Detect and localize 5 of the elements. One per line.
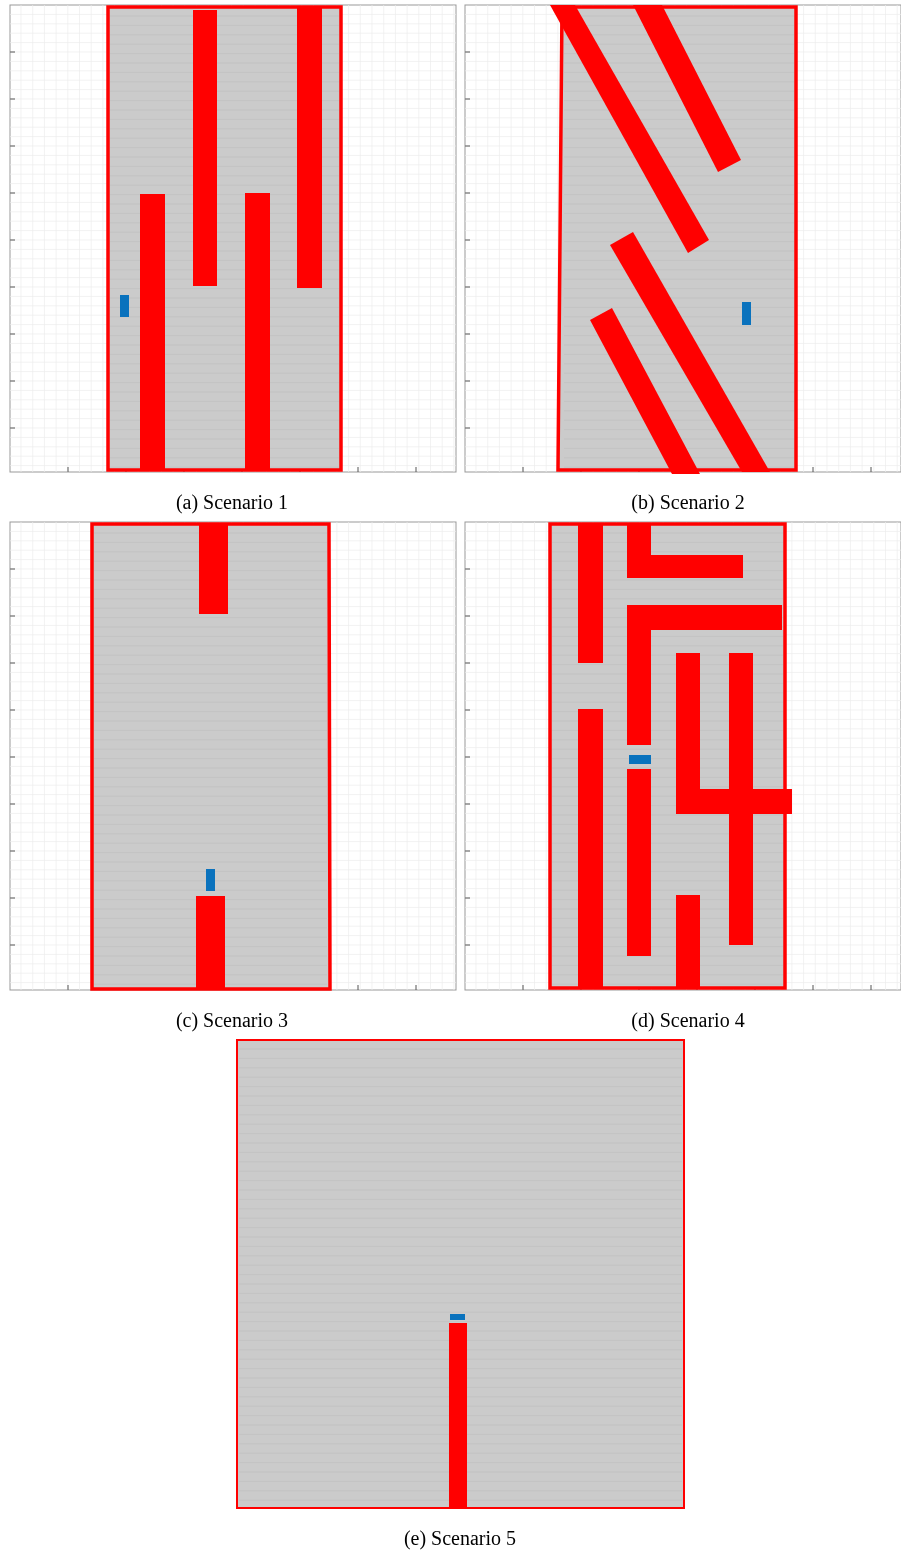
figure-caption: (c) Scenario 3 (175, 1008, 289, 1032)
figure-caption: (a) Scenario 1 (175, 490, 289, 514)
figure-caption: (e) Scenario 5 (403, 1526, 517, 1550)
figure-caption: (b) Scenario 2 (631, 490, 745, 514)
figure-caption: (d) Scenario 4 (631, 1008, 745, 1032)
